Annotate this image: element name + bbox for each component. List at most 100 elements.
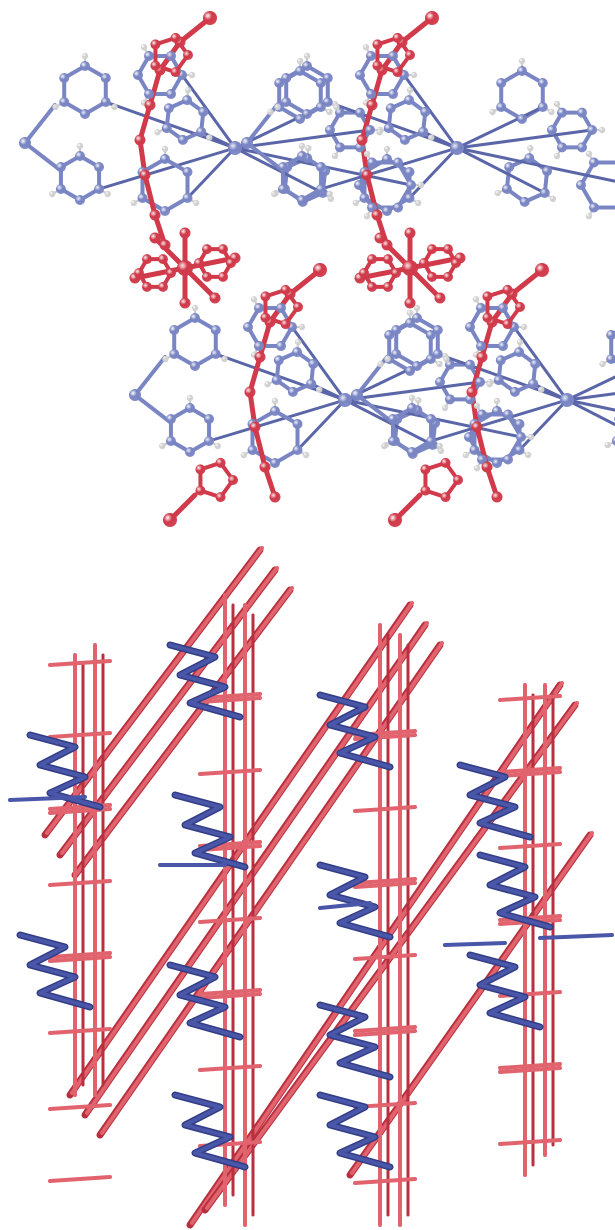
atom bbox=[392, 32, 403, 43]
atom bbox=[385, 103, 396, 114]
atom bbox=[170, 32, 181, 43]
atom bbox=[162, 355, 169, 363]
atom bbox=[495, 355, 506, 366]
atom bbox=[247, 445, 258, 455]
atom bbox=[481, 461, 493, 473]
atom bbox=[198, 106, 209, 117]
atom bbox=[281, 97, 292, 107]
atom bbox=[195, 485, 206, 496]
atom bbox=[451, 258, 461, 268]
atom bbox=[476, 351, 488, 363]
atom bbox=[363, 212, 371, 220]
atom bbox=[443, 355, 450, 363]
atom bbox=[589, 202, 599, 213]
bond bbox=[357, 265, 413, 281]
atom bbox=[215, 457, 226, 468]
atom bbox=[519, 196, 530, 207]
atom bbox=[392, 67, 403, 78]
atom bbox=[393, 202, 403, 213]
bond bbox=[23, 141, 62, 172]
atom bbox=[228, 141, 242, 155]
atom bbox=[549, 195, 557, 203]
atom bbox=[496, 78, 507, 88]
interpenetrating-chain-highlight bbox=[318, 1003, 392, 1079]
atom bbox=[471, 421, 483, 433]
atom bbox=[477, 409, 487, 420]
atom bbox=[130, 199, 138, 207]
atom bbox=[405, 366, 415, 376]
atom bbox=[441, 404, 449, 412]
atom bbox=[270, 406, 280, 416]
atom bbox=[404, 297, 416, 309]
atom bbox=[426, 414, 437, 424]
atom bbox=[177, 260, 193, 276]
bond bbox=[407, 255, 463, 271]
atom bbox=[476, 341, 486, 352]
atom bbox=[475, 377, 485, 387]
atom bbox=[333, 103, 340, 111]
bond bbox=[257, 319, 273, 360]
atom bbox=[492, 458, 502, 468]
atom bbox=[382, 206, 392, 216]
atom bbox=[493, 375, 504, 386]
atom bbox=[204, 414, 215, 424]
atom bbox=[206, 134, 213, 141]
atom bbox=[302, 61, 312, 71]
atom bbox=[547, 125, 557, 135]
atom bbox=[142, 254, 152, 265]
atom bbox=[59, 97, 70, 107]
atom bbox=[221, 355, 228, 363]
interpenetrating-chain-highlight bbox=[318, 863, 392, 939]
packing-network-view bbox=[8, 546, 614, 1229]
framework-rod bbox=[498, 842, 562, 850]
atom bbox=[81, 52, 89, 60]
interpenetrating-chain-highlight bbox=[173, 793, 247, 869]
atom bbox=[182, 95, 193, 106]
atom bbox=[244, 386, 256, 398]
atom bbox=[254, 341, 264, 352]
atom bbox=[372, 60, 383, 71]
atom bbox=[295, 66, 305, 76]
atom bbox=[514, 445, 525, 455]
atom bbox=[420, 464, 431, 475]
atom bbox=[420, 106, 431, 117]
chain-arm bbox=[318, 901, 372, 910]
framework-rod bbox=[100, 641, 444, 1135]
atom bbox=[166, 268, 176, 278]
atom bbox=[477, 454, 487, 465]
framework-rod bbox=[48, 1103, 112, 1111]
chain-layer bbox=[8, 641, 614, 1171]
atom bbox=[418, 126, 429, 137]
atom bbox=[366, 89, 376, 100]
atom bbox=[427, 271, 437, 282]
atom bbox=[276, 341, 286, 352]
atom bbox=[356, 134, 368, 146]
atom bbox=[292, 419, 303, 429]
framework-rod bbox=[198, 988, 262, 996]
atom bbox=[287, 386, 298, 397]
atom bbox=[316, 162, 327, 172]
atom bbox=[377, 360, 384, 368]
atom bbox=[80, 61, 90, 71]
atom bbox=[100, 73, 111, 83]
bond bbox=[565, 392, 615, 402]
atom bbox=[293, 302, 303, 312]
atom bbox=[524, 451, 532, 459]
atom bbox=[165, 414, 176, 424]
atom bbox=[537, 102, 548, 112]
atom bbox=[514, 347, 525, 358]
atom bbox=[351, 389, 363, 401]
bond bbox=[455, 146, 615, 183]
atom bbox=[585, 212, 593, 220]
atom bbox=[154, 129, 161, 136]
atom bbox=[267, 108, 274, 116]
atom bbox=[366, 99, 378, 111]
atom bbox=[387, 414, 398, 424]
atom bbox=[486, 381, 493, 388]
atom bbox=[179, 227, 191, 239]
atom bbox=[177, 134, 188, 145]
atom bbox=[604, 441, 611, 449]
bond bbox=[565, 375, 615, 402]
atom bbox=[557, 107, 567, 118]
atom bbox=[367, 202, 377, 213]
